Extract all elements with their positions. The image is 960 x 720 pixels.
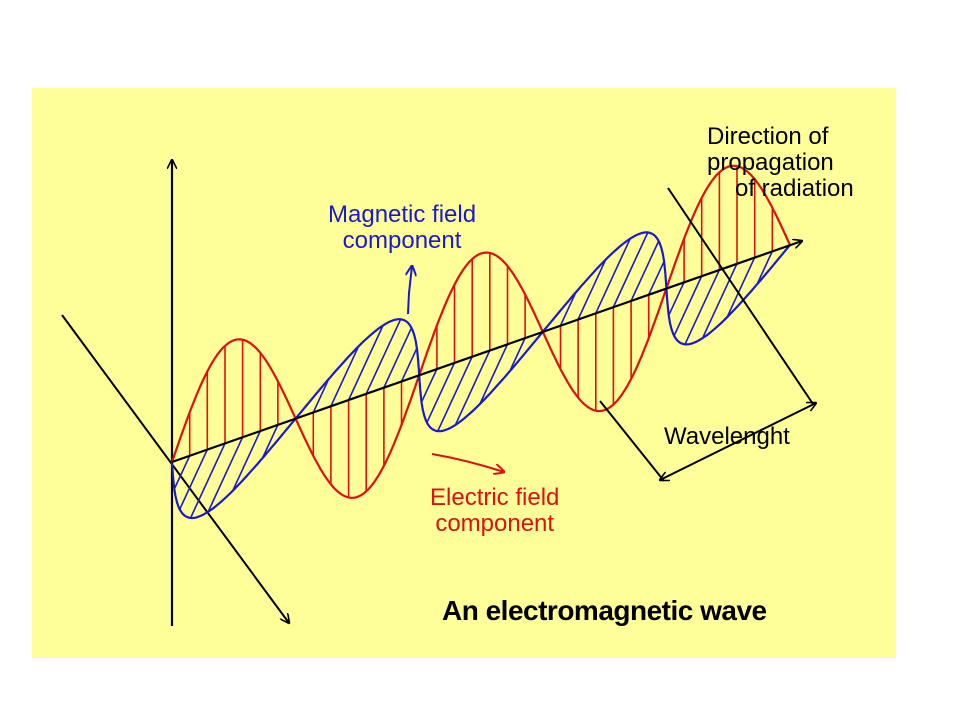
magnetic-hatch-line xyxy=(673,275,703,337)
magnetic-hatch-line xyxy=(630,240,660,302)
magnetic-hatch-line xyxy=(261,424,279,459)
depth-axis xyxy=(61,314,289,623)
magnetic-hatch-line xyxy=(454,350,491,426)
magnetic-field-wave xyxy=(170,231,791,520)
electric-field-wave xyxy=(170,164,791,499)
magnetic-hatch-line xyxy=(667,281,685,316)
magnetic-hatch-line xyxy=(756,250,774,285)
magnetic-hatch-line xyxy=(383,327,413,388)
magnetic-hatch-line xyxy=(684,269,721,345)
magnetic-hatch-line xyxy=(559,292,577,326)
magnetic-hatch-line xyxy=(207,436,244,513)
magnetic-hatch-line xyxy=(479,343,509,405)
magnetic-hatch-line xyxy=(577,259,607,320)
magnetic-hatch-line xyxy=(647,261,665,295)
wavelength-extension-left xyxy=(599,400,665,482)
electric-field-label: Electric field component xyxy=(430,484,560,537)
magnetic-field-hatching xyxy=(173,232,774,519)
electric-label-pointer xyxy=(431,453,504,472)
magnetic-hatch-line xyxy=(347,325,384,401)
magnetic-hatch-line xyxy=(612,232,649,308)
magnetic-label-pointer xyxy=(408,266,412,315)
magnetic-hatch-line xyxy=(595,238,631,314)
magnetic-hatch-line xyxy=(426,362,456,423)
magnetic-hatch-line xyxy=(231,430,262,492)
magnetic-hatch-line xyxy=(420,368,438,403)
wavelength-dimension-arrow xyxy=(660,403,816,480)
diagram-panel: Direction of propagation of radiation Ma… xyxy=(32,88,896,658)
magnetic-hatch-line xyxy=(189,443,226,519)
propagation-axis xyxy=(171,241,802,464)
electric-field-hatching xyxy=(188,166,774,498)
magnetic-hatch-line xyxy=(312,378,330,413)
direction-of-propagation-label: Direction of propagation of radiation xyxy=(707,123,854,202)
magnetic-field-label: Magnetic field component xyxy=(328,201,477,254)
wavelength-extension-right xyxy=(667,187,814,405)
magnetic-hatch-line xyxy=(726,257,756,318)
magnetic-hatch-line xyxy=(178,449,209,510)
magnetic-hatch-line xyxy=(365,318,402,395)
diagram-caption: An electromagnetic wave xyxy=(442,595,767,626)
magnetic-hatch-line xyxy=(173,455,191,490)
magnetic-hatch-line xyxy=(330,346,360,407)
em-wave-diagram xyxy=(61,88,896,626)
magnetic-hatch-line xyxy=(701,263,738,339)
magnetic-hatch-line xyxy=(400,347,418,382)
magnetic-hatch-line xyxy=(509,337,526,372)
wavelength-label: Wavelenght xyxy=(664,423,790,450)
magnetic-hatch-line xyxy=(437,356,473,432)
